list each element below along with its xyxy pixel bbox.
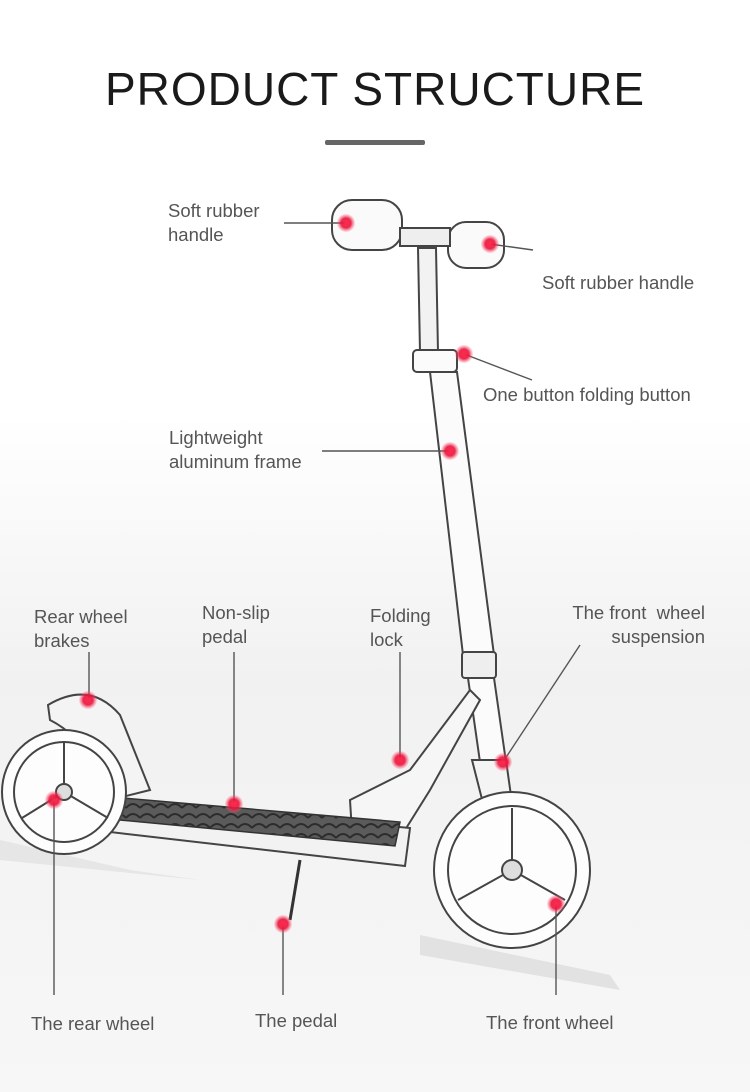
label-non-slip-pedal: Non-slip pedal xyxy=(202,602,270,647)
label-soft-rubber-handle-left: Soft rubber handle xyxy=(168,200,260,245)
label-folding-lock: Folding lock xyxy=(370,605,431,650)
label-folding-button: One button folding button xyxy=(483,384,691,405)
marker-kickstand xyxy=(274,915,292,933)
marker-frame xyxy=(441,442,459,460)
label-aluminum-frame: Lightweight aluminum frame xyxy=(169,427,302,472)
front-wheel xyxy=(433,791,591,949)
steering-stem xyxy=(412,247,508,763)
label-front-wheel: The front wheel xyxy=(486,1012,614,1033)
marker-left-handle xyxy=(337,214,355,232)
label-soft-rubber-handle-right: Soft rubber handle xyxy=(542,272,695,293)
handlebar xyxy=(331,199,505,269)
marker-folding-button xyxy=(455,345,473,363)
marker-nonslip-pedal xyxy=(225,795,243,813)
label-rear-wheel: The rear wheel xyxy=(31,1013,155,1034)
marker-rear-wheel xyxy=(45,791,63,809)
title-divider xyxy=(325,140,425,145)
marker-folding-lock xyxy=(391,751,409,769)
marker-front-wheel xyxy=(547,895,565,913)
marker-front-suspension xyxy=(494,753,512,771)
marker-rear-brake xyxy=(79,691,97,709)
label-rear-wheel-brakes: Rear wheel brakes xyxy=(34,606,128,651)
label-front-wheel-suspension: The front wheel suspension xyxy=(572,602,705,647)
markers xyxy=(45,214,565,933)
marker-right-handle xyxy=(481,235,499,253)
rear-wheel xyxy=(1,729,127,855)
page-title: PRODUCT STRUCTURE xyxy=(104,63,646,115)
label-the-pedal: The pedal xyxy=(255,1010,338,1031)
deck xyxy=(93,795,412,921)
